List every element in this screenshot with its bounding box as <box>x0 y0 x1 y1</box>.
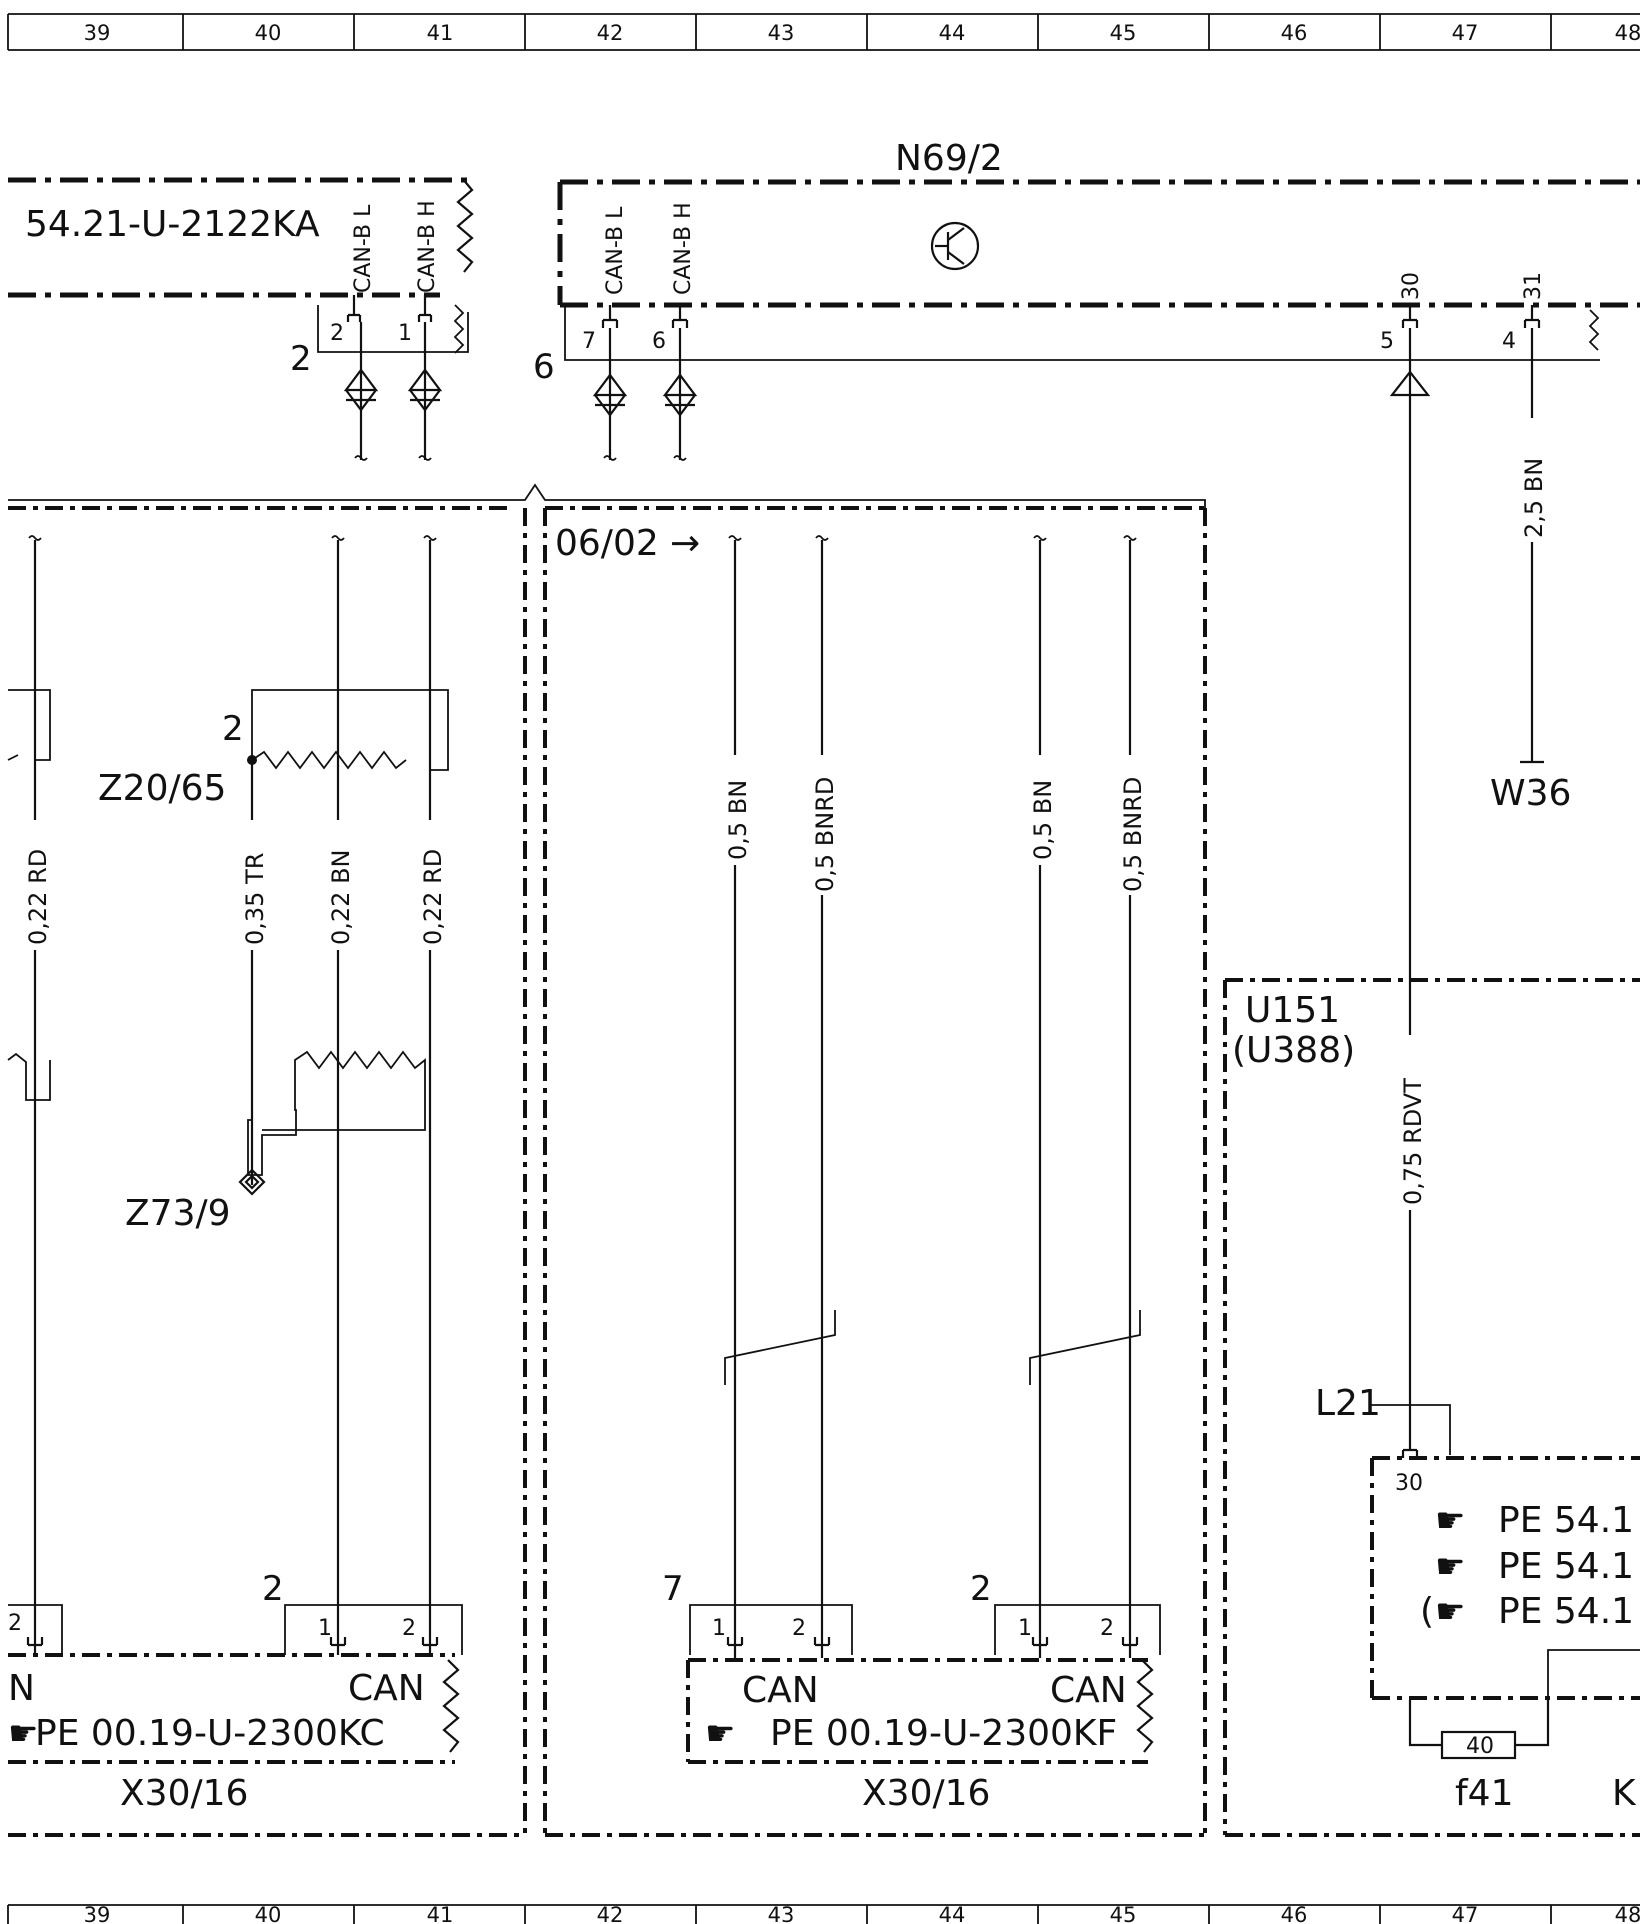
wire-0-5-bnrd-1: 0,5 BNRD <box>811 777 839 892</box>
x30m2-pin-2: 2 <box>1100 1616 1114 1641</box>
label-w36: W36 <box>1490 773 1571 814</box>
grid-col-43-bottom: 43 <box>768 1903 795 1924</box>
label-z73-9: Z73/9 <box>125 1193 231 1234</box>
fuse-value: 40 <box>1466 1734 1494 1759</box>
pointing-hand-icon: ☛ <box>8 1714 38 1754</box>
x30l-edge-letter: N <box>8 1668 35 1709</box>
x30m1-pin-2: 2 <box>792 1616 806 1641</box>
pin-can-b-h-n69: CAN-B H <box>671 202 696 295</box>
bottom-grid-ruler: 39 40 41 42 43 44 45 46 47 48 <box>7 1903 1642 1924</box>
grid-col-42: 42 <box>597 21 624 45</box>
x30m-can-1: CAN <box>742 1670 819 1711</box>
label-x30-16-left: X30/16 <box>120 1773 248 1814</box>
wire-0-5-bn-2: 0,5 BN <box>1029 780 1057 860</box>
x30m1-num: 7 <box>662 1569 684 1609</box>
pe-54-1-a: PE 54.1 <box>1498 1500 1634 1541</box>
pin-can-b-l-n69: CAN-B L <box>603 206 628 295</box>
wire-0-22-rd-left: 0,22 RD <box>24 849 52 945</box>
wire-0-5-bn-1: 0,5 BN <box>724 780 752 860</box>
section-middle: 06/02 → 0,5 BN 0,5 BNRD 0,5 BN 0,5 BNRD … <box>543 506 1207 1837</box>
label-u388: (U388) <box>1232 1030 1355 1071</box>
date-06-02: 06/02 <box>555 523 659 564</box>
bracket-line <box>8 483 1206 510</box>
arrow-icon: → <box>670 523 700 564</box>
top-grid-ruler: 39 40 41 42 43 44 45 46 47 48 <box>7 13 1642 51</box>
grid-col-40-bottom: 40 <box>255 1903 282 1924</box>
z20-pin-2: 2 <box>222 709 244 749</box>
conn-pin-4: 4 <box>1502 329 1516 354</box>
pin-can-b-l-left: CAN-B L <box>351 204 376 293</box>
pe-54-1-c: PE 54.1 <box>1498 1591 1634 1632</box>
x30m2-pin-1: 1 <box>1018 1616 1032 1641</box>
x30m1-pin-1: 1 <box>712 1616 726 1641</box>
grid-col-45-bottom: 45 <box>1110 1903 1137 1924</box>
x30l-num: 2 <box>262 1569 284 1609</box>
label-k-cut: K <box>1612 1773 1637 1814</box>
conn-pin-5: 5 <box>1380 329 1394 354</box>
wire-0-22-rd: 0,22 RD <box>419 849 447 945</box>
grid-col-43: 43 <box>768 21 795 45</box>
conn-n69-pin-6: 6 <box>652 329 666 354</box>
pin-30-n69: 30 <box>1399 272 1424 300</box>
ref-54-21: 54.21-U-2122KA <box>25 204 320 245</box>
grid-col-40: 40 <box>255 21 282 45</box>
wire-2-5-bn: 2,5 BN <box>1520 458 1548 538</box>
pointing-hand-icon-mid: ☛ <box>705 1714 735 1754</box>
conn-left-pin-1: 1 <box>398 321 412 346</box>
l21-pin-30: 30 <box>1395 1471 1423 1496</box>
grid-col-48-bottom: 48 <box>1615 1903 1642 1924</box>
pin-can-b-h-left: CAN-B H <box>415 200 440 293</box>
x30l-edge-pin: 2 <box>8 1611 22 1636</box>
grid-col-47-bottom: 47 <box>1452 1903 1479 1924</box>
paren-open: ( <box>1420 1591 1434 1632</box>
label-u151: U151 <box>1245 990 1340 1031</box>
label-z20-65: Z20/65 <box>98 768 226 809</box>
wire-0-5-bnrd-2: 0,5 BNRD <box>1119 777 1147 892</box>
wire-0-35-tr: 0,35 TR <box>241 853 269 945</box>
pe-00-19-kc: PE 00.19-U-2300KC <box>35 1713 385 1754</box>
section-u151: U151 (U388) 0,75 RDVT L21 30 ☛ PE 54.1 ☛… <box>1223 978 1640 1837</box>
grid-col-39-bottom: 39 <box>84 1903 111 1924</box>
module-n69-2: N69/2 CAN-B L CAN-B H 7 6 6 5 4 30 31 <box>533 138 1640 1040</box>
x30l-can: CAN <box>348 1668 425 1709</box>
conn-left-pin-2: 2 <box>330 321 344 346</box>
x30m-can-2: CAN <box>1050 1670 1127 1711</box>
x30l-pin-2: 2 <box>402 1616 416 1641</box>
grid-col-41: 41 <box>427 21 454 45</box>
pe-00-19-kf: PE 00.19-U-2300KF <box>770 1713 1117 1754</box>
label-x30-16-mid: X30/16 <box>862 1773 990 1814</box>
label-l21: L21 <box>1315 1383 1381 1424</box>
label-n69-2: N69/2 <box>895 138 1003 179</box>
wire-0-22-bn: 0,22 BN <box>327 850 355 945</box>
grid-col-42-bottom: 42 <box>597 1903 624 1924</box>
pointing-hand-icon-r3: ☛ <box>1435 1592 1465 1632</box>
label-f41: f41 <box>1455 1773 1513 1814</box>
section-left-lower: 2 Z20/65 Z73/9 0,22 RD 0,35 TR 0,22 BN 0… <box>7 506 527 1837</box>
grid-col-46-bottom: 46 <box>1281 1903 1308 1924</box>
module-left-top: 54.21-U-2122KA CAN-B L CAN-B H 2 1 2 <box>8 177 474 461</box>
grid-col-45: 45 <box>1110 21 1137 45</box>
conn-n69-num: 6 <box>533 347 555 387</box>
grid-col-39: 39 <box>84 21 111 45</box>
x30m2-num: 2 <box>970 1569 992 1609</box>
pin-31-n69: 31 <box>1521 272 1546 300</box>
grid-col-48: 48 <box>1615 21 1642 45</box>
grid-col-41-bottom: 41 <box>427 1903 454 1924</box>
x30l-pin-1: 1 <box>318 1616 332 1641</box>
grid-col-44: 44 <box>939 21 966 45</box>
grid-col-47: 47 <box>1452 21 1479 45</box>
transistor-icon <box>930 221 980 271</box>
grid-col-46: 46 <box>1281 21 1308 45</box>
pe-54-1-b: PE 54.1 <box>1498 1546 1634 1587</box>
conn-left-num: 2 <box>290 339 312 379</box>
grid-col-44-bottom: 44 <box>939 1903 966 1924</box>
conn-n69-pin-7: 7 <box>582 329 596 354</box>
pointing-hand-icon-r2: ☛ <box>1435 1547 1465 1587</box>
wire-0-75-rdvt: 0,75 RDVT <box>1399 1078 1427 1205</box>
pointing-hand-icon-r1: ☛ <box>1435 1501 1465 1541</box>
